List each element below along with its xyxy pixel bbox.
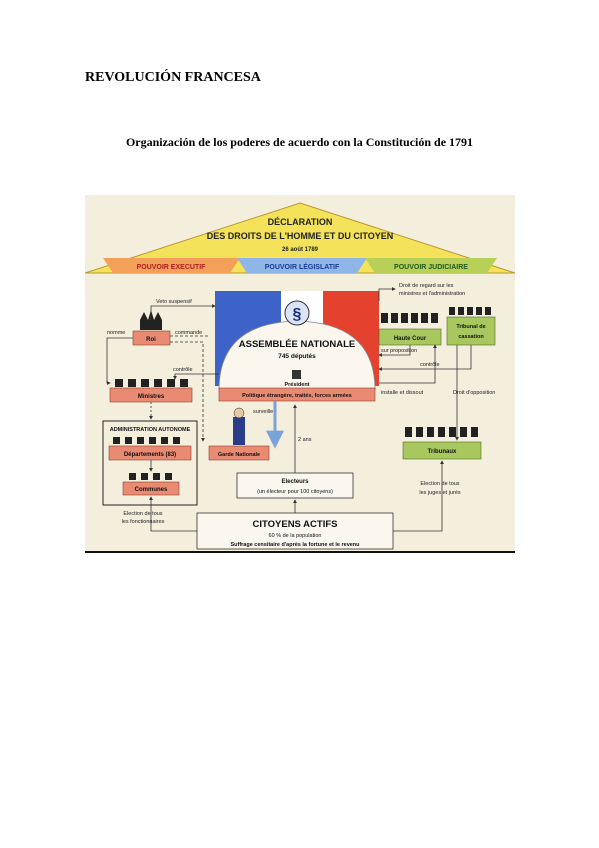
installe-label: installe et dissout — [381, 390, 424, 396]
legislation-seal-icon — [284, 300, 310, 326]
droit-regard-label-1: Droit de regard sur les — [399, 283, 454, 289]
commande-label: commande — [175, 330, 202, 336]
ministres-figures — [115, 379, 188, 387]
executive-banner — [103, 258, 240, 273]
electeurs-label: Electeurs — [281, 479, 309, 485]
garde-guard-head — [233, 407, 245, 419]
electeurs-ratio: (un électeur pour 100 citoyens) — [257, 489, 333, 495]
judicial-banner-label: POUVOIR JUDICIAIRE — [394, 264, 468, 271]
tribunaux-box — [402, 441, 482, 460]
commande-arrow-2 — [170, 341, 205, 442]
controle-left-label: contrôle — [173, 367, 193, 373]
election-fonct-arrow — [149, 496, 197, 532]
deux-ans-label: 2 ans — [298, 437, 312, 443]
tribunaux-figures — [405, 427, 478, 437]
citoyens-percent: 60 % de la population — [269, 533, 322, 539]
tribunaux-label: Tribunaux — [428, 449, 457, 455]
controle-right-label: contrôle — [420, 362, 440, 368]
assembly-functions-box — [218, 387, 376, 402]
executive-banner-label: POUVOIR EXECUTIF — [137, 264, 207, 271]
droit-opposition-label: Droit d'opposition — [453, 390, 495, 396]
tribunal-cassation-line1: Tribunal de — [456, 324, 485, 330]
roi-label: Roi — [146, 337, 156, 343]
declaration-date: 26 août 1789 — [282, 247, 319, 253]
garde-label: Garde Nationale — [218, 452, 260, 458]
departements-box — [108, 445, 192, 461]
president-figure — [292, 370, 301, 379]
controle-left-arrow — [173, 373, 219, 380]
citoyens-suffrage: Suffrage censitaire d'après la fortune e… — [230, 542, 359, 548]
crown-icon — [140, 320, 162, 330]
section-symbol: § — [293, 306, 302, 323]
declaration-line2: DES DROITS DE L'HOMME ET DU CITOYEN — [207, 231, 394, 241]
electeurs-box — [236, 472, 354, 499]
election-fonct-label-1: Election de tous — [123, 511, 162, 517]
assembly-president: Président — [284, 382, 309, 388]
constitution-diagram: DÉCLARATION DES DROITS DE L'HOMME ET DU … — [85, 195, 515, 553]
haute-cour-label: Haute Cour — [394, 336, 427, 342]
assembly-deputies: 745 députés — [278, 353, 316, 360]
garde-box — [208, 445, 270, 461]
legislative-banner — [237, 258, 367, 273]
controle-right-arrow — [378, 345, 472, 371]
veto-arrow — [150, 304, 216, 320]
communes-label: Communes — [135, 487, 168, 493]
installe-arrow — [379, 344, 437, 384]
document-subtitle: Organización de los poderes de acuerdo c… — [125, 135, 474, 149]
communes-figures — [129, 473, 172, 480]
assembly-functions: Politique étrangère, traités, forces arm… — [242, 393, 352, 399]
judicial-banner — [365, 258, 497, 273]
tribunal-cassation-line2: cassation — [458, 334, 484, 340]
ministres-label: Ministres — [138, 394, 165, 400]
legislative-banner-label: POUVOIR LÉGISLATIF — [265, 262, 340, 271]
veto-label: Veto suspensif — [156, 299, 192, 305]
admin-autonome-header: ADMINISTRATION AUTONOME — [110, 427, 191, 433]
election-fonct-label-2: les fonctionnaires — [122, 519, 165, 525]
assembly-title: ASSEMBLÉE NATIONALE — [239, 339, 355, 350]
departements-figures — [113, 437, 180, 444]
nomme-label: nomme — [107, 330, 125, 336]
diagram-bottom-rule — [85, 551, 515, 553]
election-juges-arrow — [393, 460, 444, 532]
declaration-line1: DÉCLARATION — [268, 217, 333, 227]
tribunal-cassation-box — [446, 316, 496, 346]
connector-lines — [106, 287, 472, 532]
garde-guard-figure — [233, 417, 245, 445]
nomme-arrow — [106, 337, 133, 385]
droit-regard-label-2: ministres et l'administration — [399, 291, 465, 297]
citoyens-label: CITOYENS ACTIFS — [253, 519, 338, 530]
sur-proposition-arrow — [378, 345, 411, 357]
droit-regard-arrow — [378, 287, 396, 301]
sur-proposition-label: sur proposition — [381, 348, 417, 354]
communes-box — [122, 481, 180, 496]
document-title: REVOLUCIÓN FRANCESA — [85, 70, 261, 85]
haute-cour-figures — [381, 313, 438, 323]
election-juges-label-1: Election de tous — [420, 481, 459, 487]
departements-label: Départements (83) — [124, 452, 176, 458]
election-juges-label-2: les juges et jurés — [419, 490, 461, 496]
citoyens-box — [196, 512, 394, 550]
surveille-label: surveille — [253, 409, 273, 415]
tribunal-cassation-figures — [449, 307, 491, 315]
